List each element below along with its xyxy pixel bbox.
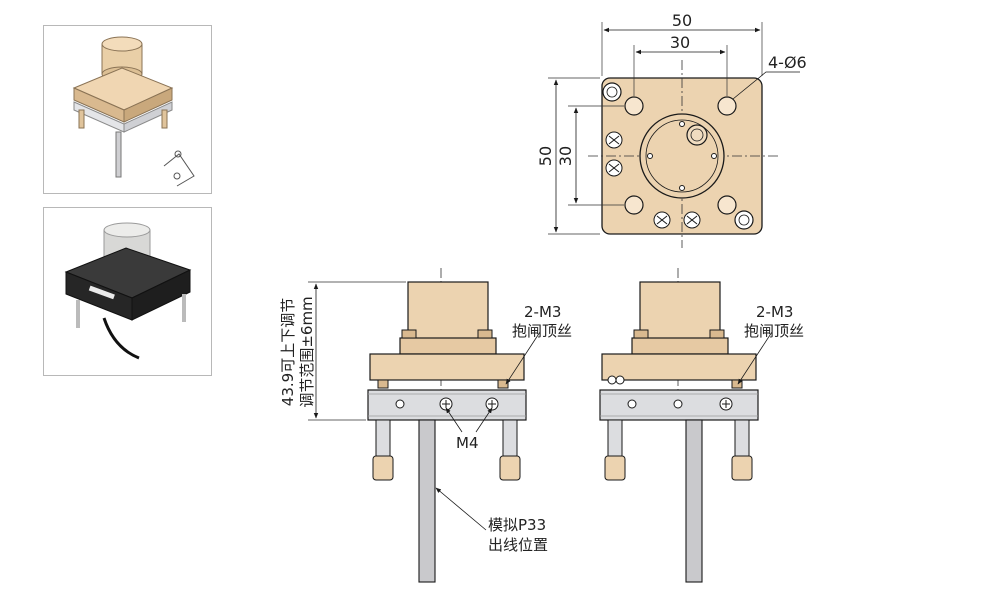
front-probe-rod: [418, 419, 436, 583]
side-cylinder: [639, 281, 721, 341]
side-gold-plate: [601, 353, 757, 381]
front-gold-plate: [369, 353, 525, 381]
side-screw-callout: 2-M3: [756, 303, 793, 321]
dim-width-outer: 50: [672, 11, 692, 30]
dim-height-outer: 50: [536, 146, 555, 166]
top-view: 50 30 50 30 4-Ø6: [536, 11, 807, 248]
set-screw-bottom-left: [653, 211, 671, 229]
side-view: 2-M3 抱闸顶丝: [599, 268, 804, 583]
mounting-hole: [717, 96, 737, 116]
thread-callout: M4: [456, 434, 479, 452]
side-screw-detail: [607, 375, 625, 385]
mounting-hole: [717, 195, 737, 215]
set-screw-bottom-right: [683, 211, 701, 229]
front-screw-desc: 抱闸顶丝: [512, 322, 572, 340]
side-probe-rod: [685, 419, 703, 583]
front-view: 43.9可上下调节 调节范围±6mm 2-M3 抱闸顶丝 M4 模拟P33 出线…: [279, 268, 572, 583]
photo-thumbnail-frame: [43, 207, 212, 376]
cable-note-line2: 出线位置: [488, 536, 548, 554]
adjust-note-line2: 调节范围±6mm: [298, 296, 316, 407]
render-thumbnail: [72, 36, 195, 187]
dim-height-inner: 30: [556, 146, 575, 166]
set-screw-left-lower: [605, 159, 623, 177]
set-screw-left-upper: [605, 131, 623, 149]
mounting-hole: [624, 96, 644, 116]
side-screw-desc: 抱闸顶丝: [744, 322, 804, 340]
holes-callout: 4-Ø6: [768, 53, 807, 72]
mounting-hole: [624, 195, 644, 215]
adjust-note-line1: 43.9可上下调节: [279, 298, 297, 406]
front-cylinder: [407, 281, 489, 341]
front-screw-callout: 2-M3: [524, 303, 561, 321]
cable-note-line1: 模拟P33: [488, 516, 546, 534]
dim-width-inner: 30: [670, 33, 690, 52]
photo-thumbnail: [64, 222, 192, 360]
render-thumbnail-frame: [43, 25, 212, 194]
